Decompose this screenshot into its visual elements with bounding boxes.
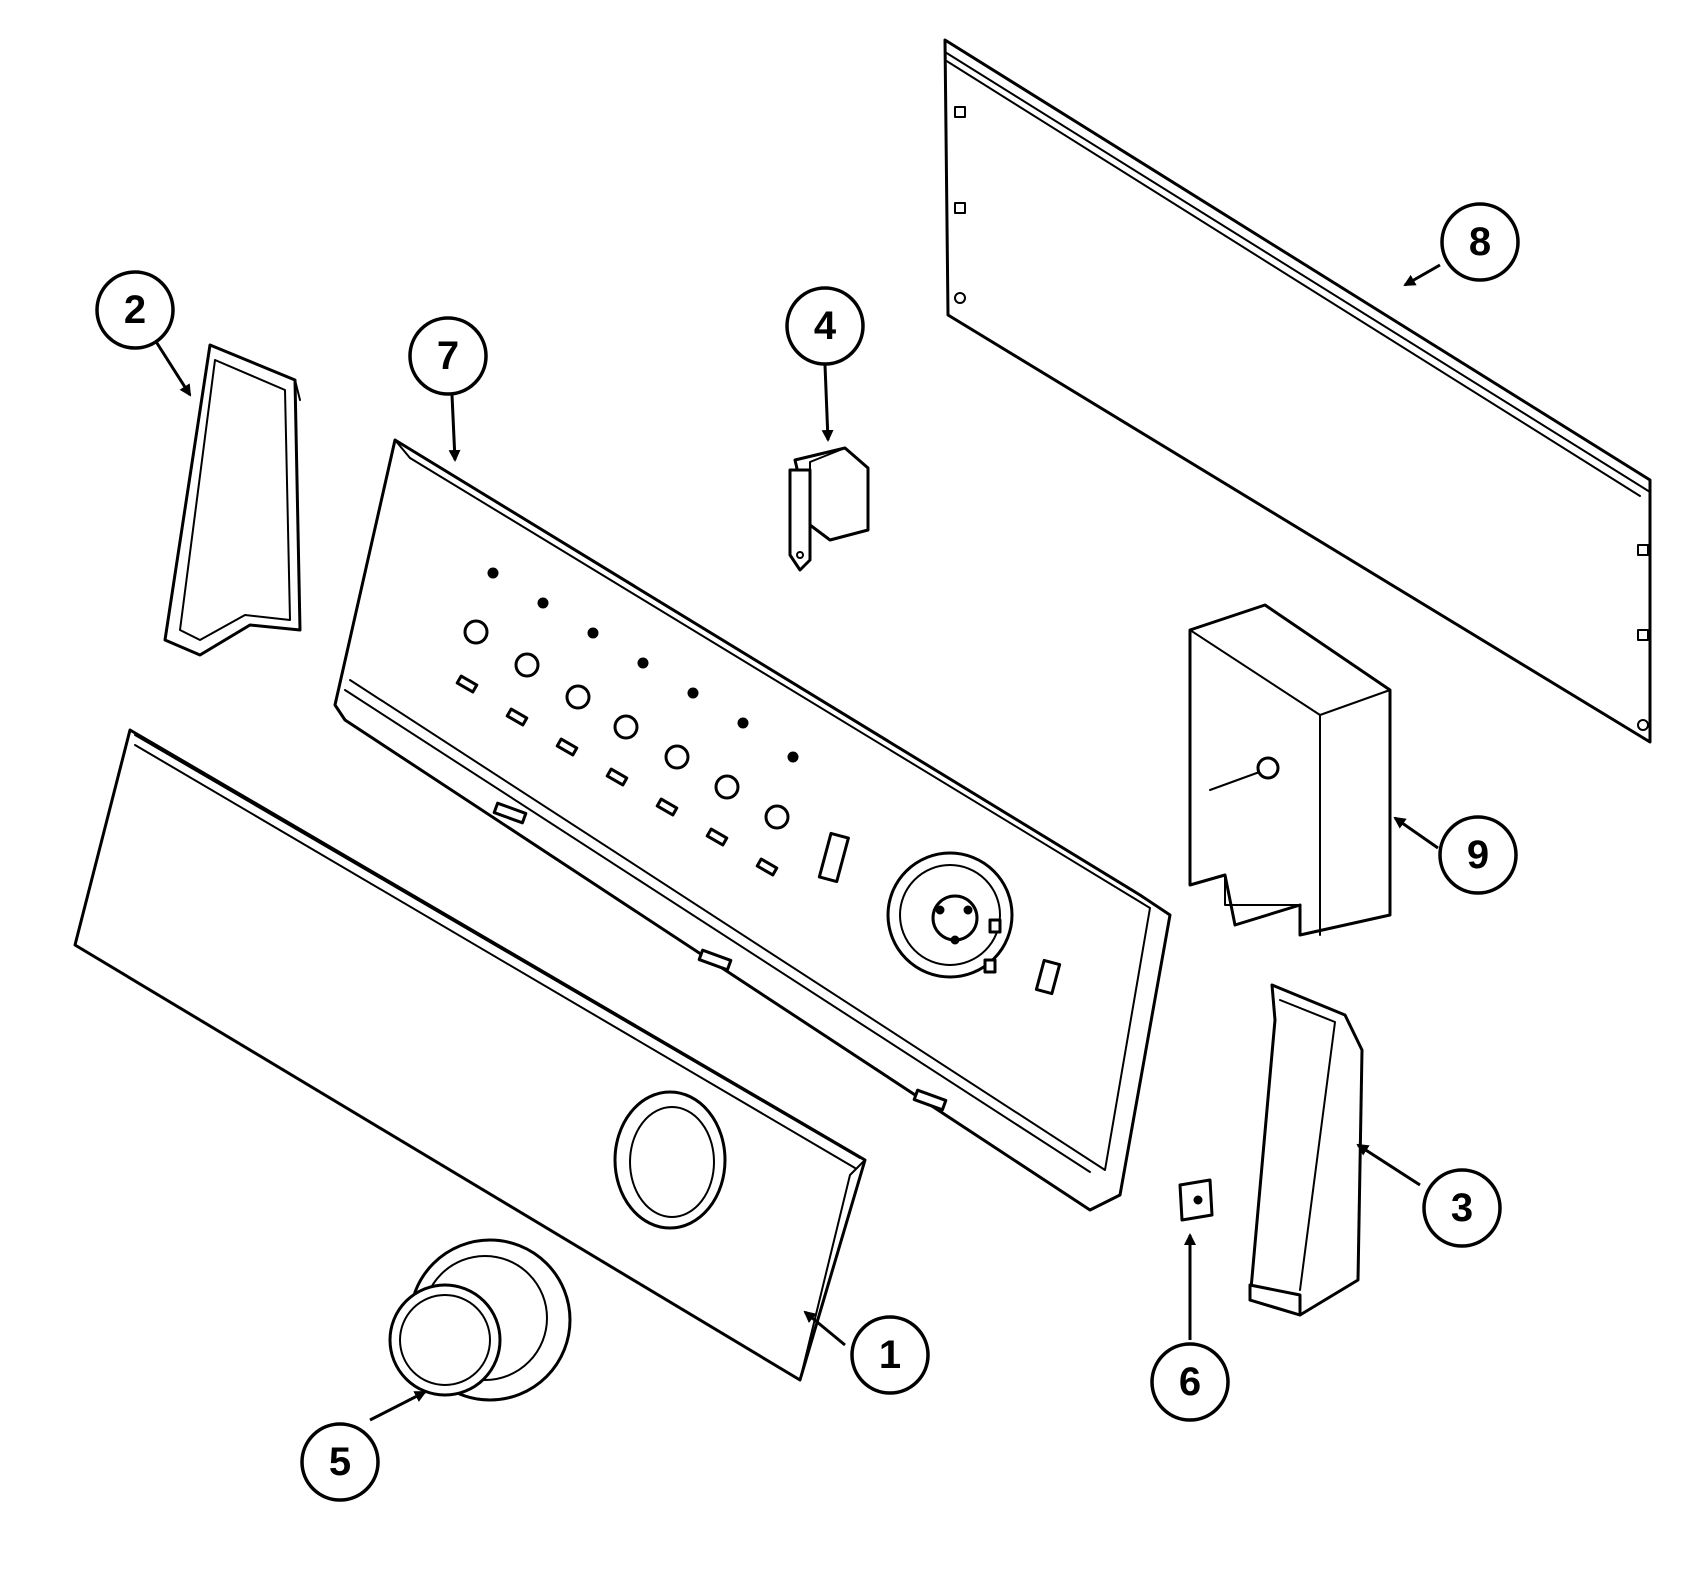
- callout-7-label: 7: [437, 334, 459, 378]
- rear-panel: [943, 38, 1652, 744]
- callout-1-label: 1: [879, 1333, 901, 1377]
- callout-1: 1: [850, 1315, 930, 1395]
- leader-7: [448, 394, 461, 462]
- timer-module: [1188, 603, 1392, 937]
- callout-6: 6: [1150, 1342, 1230, 1422]
- callout-6-label: 6: [1179, 1360, 1201, 1404]
- callout-9: 9: [1438, 815, 1518, 895]
- leader-4: [821, 364, 834, 442]
- control-console-panel: [333, 438, 1172, 1212]
- switch-component: [788, 446, 870, 572]
- leader-3: [1356, 1143, 1421, 1187]
- callout-8: 8: [1440, 202, 1520, 282]
- leader-5: [369, 1390, 427, 1422]
- control-knob: [388, 1238, 572, 1402]
- leader-2: [153, 339, 192, 397]
- leader-8: [1403, 263, 1441, 287]
- small-clip: [1178, 1178, 1214, 1222]
- callout-7: 7: [408, 316, 488, 396]
- left-end-cap: [163, 343, 302, 657]
- callout-4: 4: [785, 286, 865, 366]
- callout-5-label: 5: [329, 1440, 351, 1484]
- callout-3-label: 3: [1451, 1186, 1473, 1230]
- leader-lines: [153, 263, 1441, 1422]
- callout-8-label: 8: [1469, 220, 1491, 264]
- callout-4-label: 4: [814, 304, 837, 348]
- control-panel-cover: [73, 728, 867, 1382]
- right-end-cap: [1248, 983, 1364, 1317]
- callout-5: 5: [300, 1422, 380, 1502]
- callout-3: 3: [1422, 1168, 1502, 1248]
- callout-9-label: 9: [1467, 833, 1489, 877]
- leader-9: [1393, 816, 1439, 850]
- callout-2: 2: [95, 270, 175, 350]
- callout-2-label: 2: [124, 288, 146, 332]
- leader-1: [803, 1310, 846, 1347]
